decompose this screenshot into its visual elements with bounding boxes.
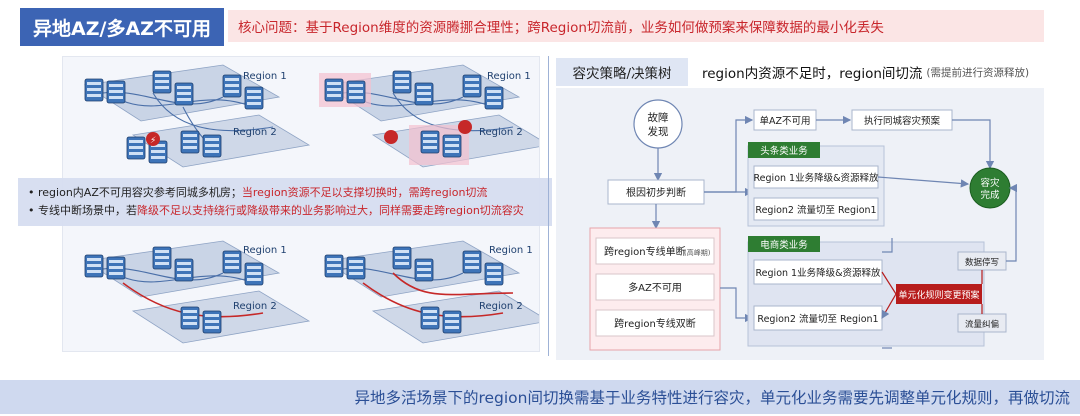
- group2-label-bg: [748, 236, 820, 252]
- core-issue-banner: 核心问题：基于Region维度的资源腾挪合理性；跨Region切流前，业务如何做…: [228, 10, 1044, 42]
- fault-discovered-node: [633, 99, 683, 149]
- divider: [548, 56, 549, 356]
- fault-icon: [146, 132, 160, 146]
- diagram-quadrant-4: Region 1 Region 2: [324, 240, 550, 344]
- region1-label: Region 1: [489, 245, 533, 256]
- region2-label: Region 2: [479, 127, 523, 138]
- svg-text:Region2 流量切至 Region1: Region2 流量切至 Region1: [755, 204, 876, 216]
- diagram-quadrant-3: Region 1 Region 2: [84, 240, 310, 344]
- svg-text:头条类业务: 头条类业务: [760, 145, 808, 157]
- svg-text:单元化规则变更预案: 单元化规则变更预案: [898, 289, 979, 301]
- group1-label-bg: [748, 142, 820, 158]
- g2-step1: [753, 259, 883, 285]
- cause-multi-az: [595, 273, 715, 301]
- region-diagrams: ⚡ Region 1 Region 2 Region 1 Region 2: [84, 64, 550, 344]
- bullet-2: • 专线中断场景中，若降级不足以支持绕行或降级带来的业务影响过大，同样需要走跨r…: [28, 204, 524, 217]
- svg-text:(高峰期): (高峰期): [684, 248, 711, 257]
- svg-text:Region 1业务降级&资源释放: Region 1业务降级&资源释放: [754, 172, 879, 184]
- diagram-quadrant-2: Region 1 Region 2: [319, 64, 550, 168]
- g2-step2: [753, 305, 883, 331]
- svg-text:跨region专线双断: 跨region专线双断: [614, 317, 696, 330]
- footer-summary: 异地多活场景下的region间切换需基于业务特性进行容灾，单元化业务需要先调整单…: [0, 380, 1080, 414]
- svg-text:容灾: 容灾: [980, 177, 1000, 189]
- strategy-label: 容灾策略/决策树: [556, 58, 688, 86]
- svg-text:多AZ不可用: 多AZ不可用: [628, 281, 682, 294]
- svg-text:根因初步判断: 根因初步判断: [626, 186, 686, 199]
- region2-label: Region 2: [233, 127, 277, 138]
- fault-icon: [458, 120, 472, 134]
- region1-label: Region 1: [243, 245, 287, 256]
- svg-text:数据停写: 数据停写: [965, 257, 999, 268]
- region2-label: Region 2: [479, 301, 523, 312]
- decision-header: 容灾策略/决策树 region内资源不足时，region间切流(需提前进行资源释…: [556, 58, 1040, 86]
- region1-label: Region 1: [243, 71, 287, 82]
- left-bullets: • region内AZ不可用容灾参考同城多机房；当region资源不足以支撑切换…: [18, 178, 552, 226]
- svg-text:单AZ不可用: 单AZ不可用: [759, 115, 810, 127]
- decision-headline: region内资源不足时，region间切流(需提前进行资源释放): [702, 66, 1030, 82]
- bullet-1: • region内AZ不可用容灾参考同城多机房；当region资源不足以支撑切换…: [28, 186, 488, 199]
- svg-text:Region2 流量切至 Region1: Region2 流量切至 Region1: [757, 313, 878, 325]
- server-icon: [84, 78, 104, 102]
- region2-label: Region 2: [233, 301, 277, 312]
- svg-text:⚡: ⚡: [150, 136, 156, 146]
- svg-text:故障: 故障: [648, 111, 669, 124]
- g1-step2: [753, 197, 879, 221]
- decision-tree: 故障 发现 根因初步判断 跨region专线单断 (高峰期) 多AZ不可用 跨r…: [589, 99, 1018, 351]
- fault-icon: [384, 130, 398, 144]
- region1-label: Region 1: [487, 71, 531, 82]
- cause-double-line-break: [595, 309, 715, 337]
- decision-tree-panel: 故障 发现 根因初步判断 跨region专线单断 (高峰期) 多AZ不可用 跨r…: [556, 88, 1044, 360]
- svg-text:电商类业务: 电商类业务: [760, 239, 808, 251]
- svg-text:跨region专线单断: 跨region专线单断: [604, 245, 686, 258]
- svg-text:执行同城容灾预案: 执行同城容灾预案: [864, 115, 941, 127]
- svg-text:流量纠偏: 流量纠偏: [965, 319, 999, 330]
- page-title: 异地AZ/多AZ不可用: [20, 8, 224, 46]
- root-cause-node: [607, 179, 705, 205]
- unit-rule-change-node: [896, 284, 982, 304]
- diagram-quadrant-1: ⚡ Region 1 Region 2: [84, 64, 310, 168]
- svg-text:完成: 完成: [980, 189, 1000, 201]
- cause-single-line-break: [595, 237, 715, 265]
- svg-text:Region 1业务降级&资源释放: Region 1业务降级&资源释放: [756, 267, 881, 279]
- svg-text:发现: 发现: [648, 125, 669, 138]
